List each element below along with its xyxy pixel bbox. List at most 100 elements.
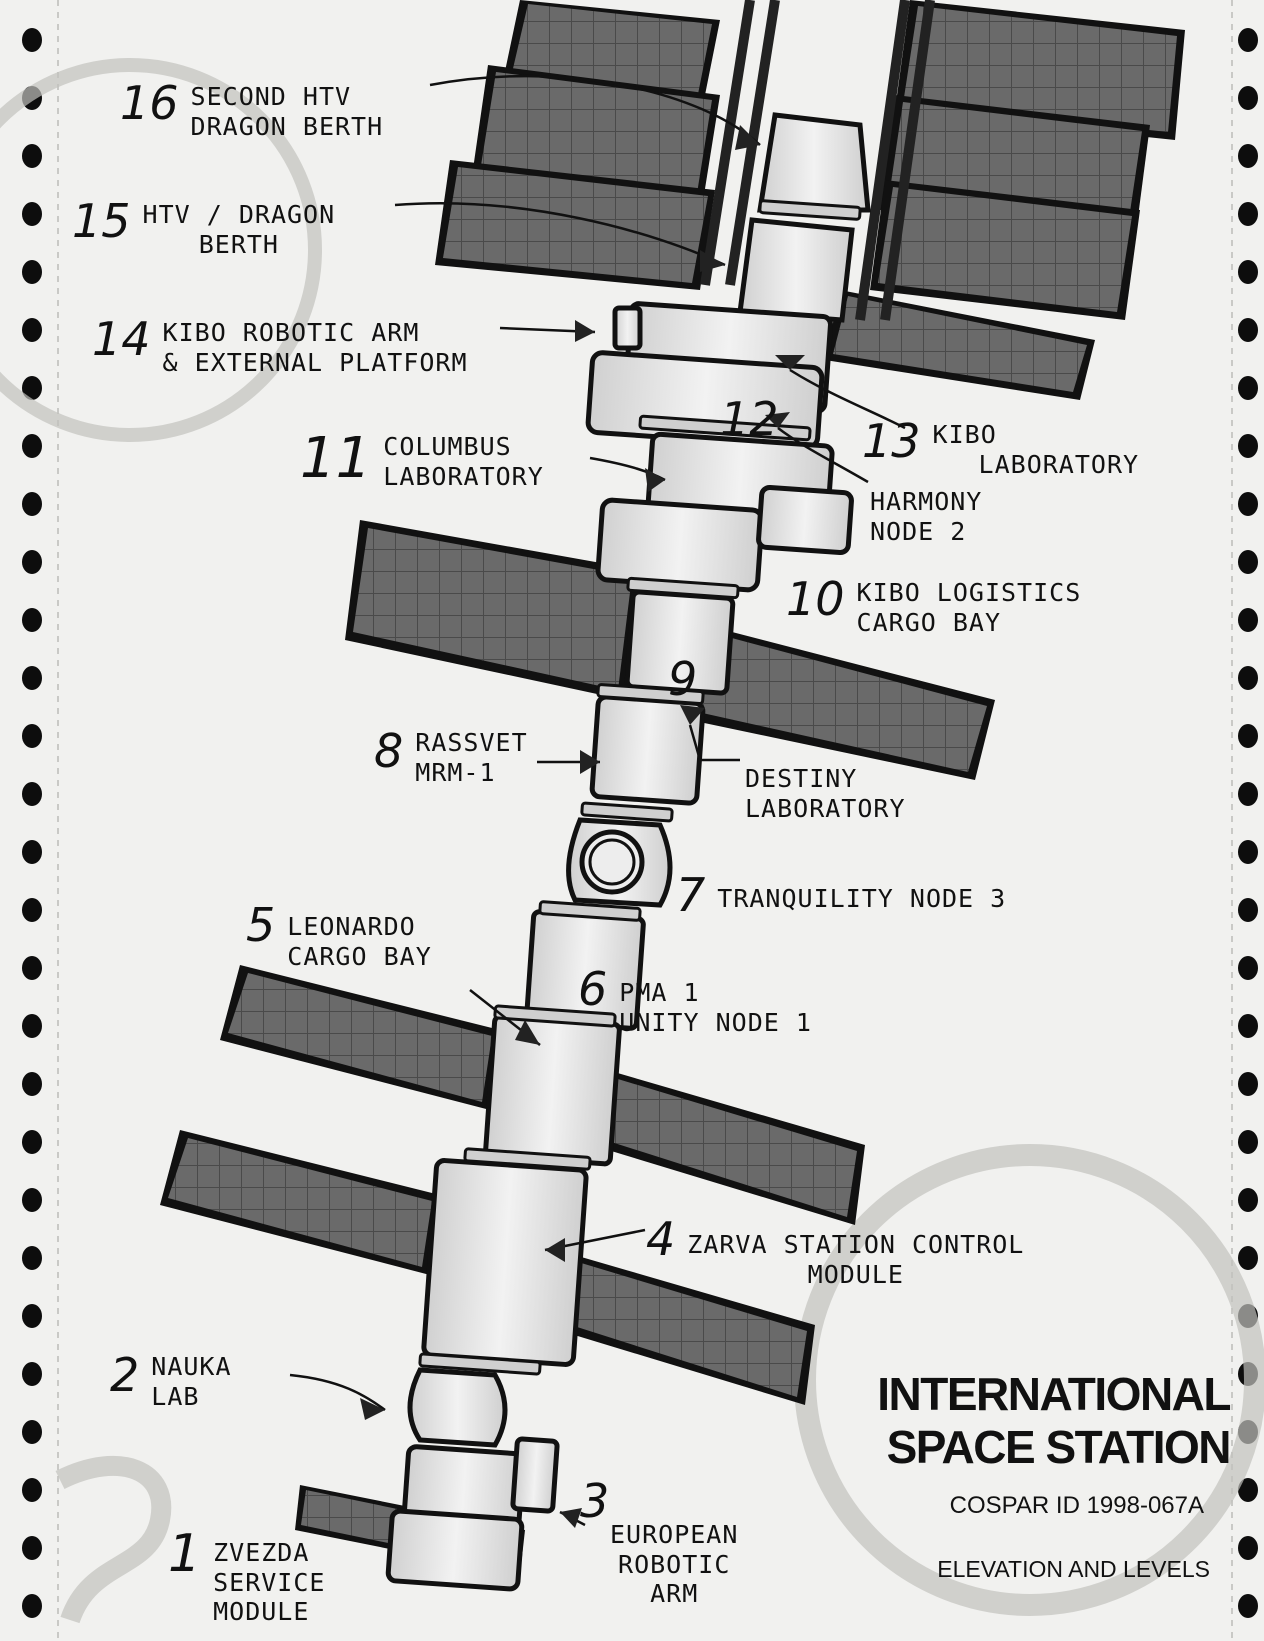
perforation-hole [22,1362,42,1386]
perforation-hole [1238,724,1258,748]
callout-text-line: RASSVET [415,728,528,757]
callout-text-line: ZVEZDA [213,1538,310,1567]
callout-text-line: NAUKA [151,1352,232,1381]
arrowheads [360,125,805,1528]
callout-text-line: ARM [650,1579,699,1608]
perforation-hole [1238,376,1258,400]
callout-text-line: EUROPEAN [610,1520,739,1549]
callout-number: 8 [374,724,404,778]
callout-text-line: ZARVA STATION CONTROL [687,1230,1025,1259]
callout-text-line: MODULE [807,1259,904,1289]
perforation-hole [1238,1072,1258,1096]
callout-number: 6 [578,962,608,1016]
perforation-hole [1238,434,1258,458]
perforation-hole [1238,898,1258,922]
perforation-hole [1238,608,1258,632]
callout-number: 7 [676,868,706,922]
perforation-hole [22,1014,42,1038]
perforation-hole [22,840,42,864]
perforation-hole [22,492,42,516]
perforation-hole [1238,666,1258,690]
truss-upper [700,0,935,321]
perforation-hole [22,666,42,690]
perforation-hole [22,1246,42,1270]
perforation-hole [1238,86,1258,110]
perforation-hole [1238,1130,1258,1154]
callout-text-line: KIBO LOGISTICS [856,578,1082,607]
callout-text-line: LEONARDO [287,912,416,941]
solar-array-lower-right-2 [525,1245,815,1405]
callout-number: 10 [786,572,845,626]
perforation-hole [22,1478,42,1502]
perforation-hole [1238,1536,1258,1560]
callout-text-line: LABORATORY [978,449,1140,479]
perforation-hole [1238,1478,1258,1502]
callout-text-line: PMA 1 [619,978,700,1007]
callout-14: 14 KIBO ROBOTIC ARM& EXTERNAL PLATFORM [92,312,468,377]
solar-array-mid-right [690,625,995,780]
perforation-hole [22,782,42,806]
callout-number: 15 [72,194,131,248]
callout-text-line: ROBOTIC [618,1549,731,1579]
solar-array-lower-left-2 [160,1130,440,1275]
callout-9: 9 [668,652,709,706]
solar-array-mid-left [345,520,640,700]
callout-text-line: HARMONY [870,487,983,516]
callout-7: 7 TRANQUILITY NODE 3 [676,868,1006,922]
drawing-subtitle: ELEVATION AND LEVELS [937,1555,1210,1582]
callout-text-line: KIBO ROBOTIC ARM [162,318,420,347]
callout-text-line: DRAGON BERTH [190,111,384,141]
callout-number: 9 [668,652,698,706]
callout-number: 14 [92,312,151,366]
perforation-hole [1238,202,1258,226]
title-line-1: INTERNATIONAL [877,1368,1231,1420]
callout-text-line: SECOND HTV [190,82,352,111]
perforation-hole [22,1420,42,1444]
perforation-hole [22,28,42,52]
callout-text-line: NODE 2 [870,516,967,546]
callout-text-line: UNITY NODE 1 [619,1007,812,1037]
perforation-hole [22,550,42,574]
perforation-hole [22,1130,42,1154]
perforation-hole [22,260,42,284]
cospar-id: COSPAR ID 1998-067A [949,1491,1204,1519]
callout-text-line: LABORATORY [745,793,906,823]
callout-number: 4 [646,1212,676,1266]
solar-array-lower-left-1 [220,965,500,1110]
perforation-hole [22,434,42,458]
perforation-hole [22,1304,42,1328]
title-line-2: SPACE STATION [886,1420,1232,1473]
perforation-hole [22,724,42,748]
perforation-hole [22,202,42,226]
perforation-hole [22,1188,42,1212]
callout-text-line: LAB [151,1381,200,1411]
perforation-hole [22,318,42,342]
callout-number: 11 [300,426,372,491]
callout-text-line: MRM-1 [415,757,496,787]
callout-text-line: HTV / DRAGON [142,200,336,229]
perforation-hole [22,608,42,632]
perforation-holes-left [22,28,42,1618]
perforation-hole [1238,1188,1258,1212]
callout-number: 1 [168,1524,202,1584]
perforation-hole [22,144,42,168]
title-block: INTERNATIONAL SPACE STATION COSPAR ID 19… [860,1368,1232,1583]
perforation-hole [22,1072,42,1096]
callout-3: 3 [580,1478,621,1524]
callout-text-line: CARGO BAY [287,941,432,971]
perforation-hole [1238,260,1258,284]
docking-rings [418,199,862,1376]
callout-text-line: MODULE [213,1597,310,1626]
perforation-hole [1238,782,1258,806]
